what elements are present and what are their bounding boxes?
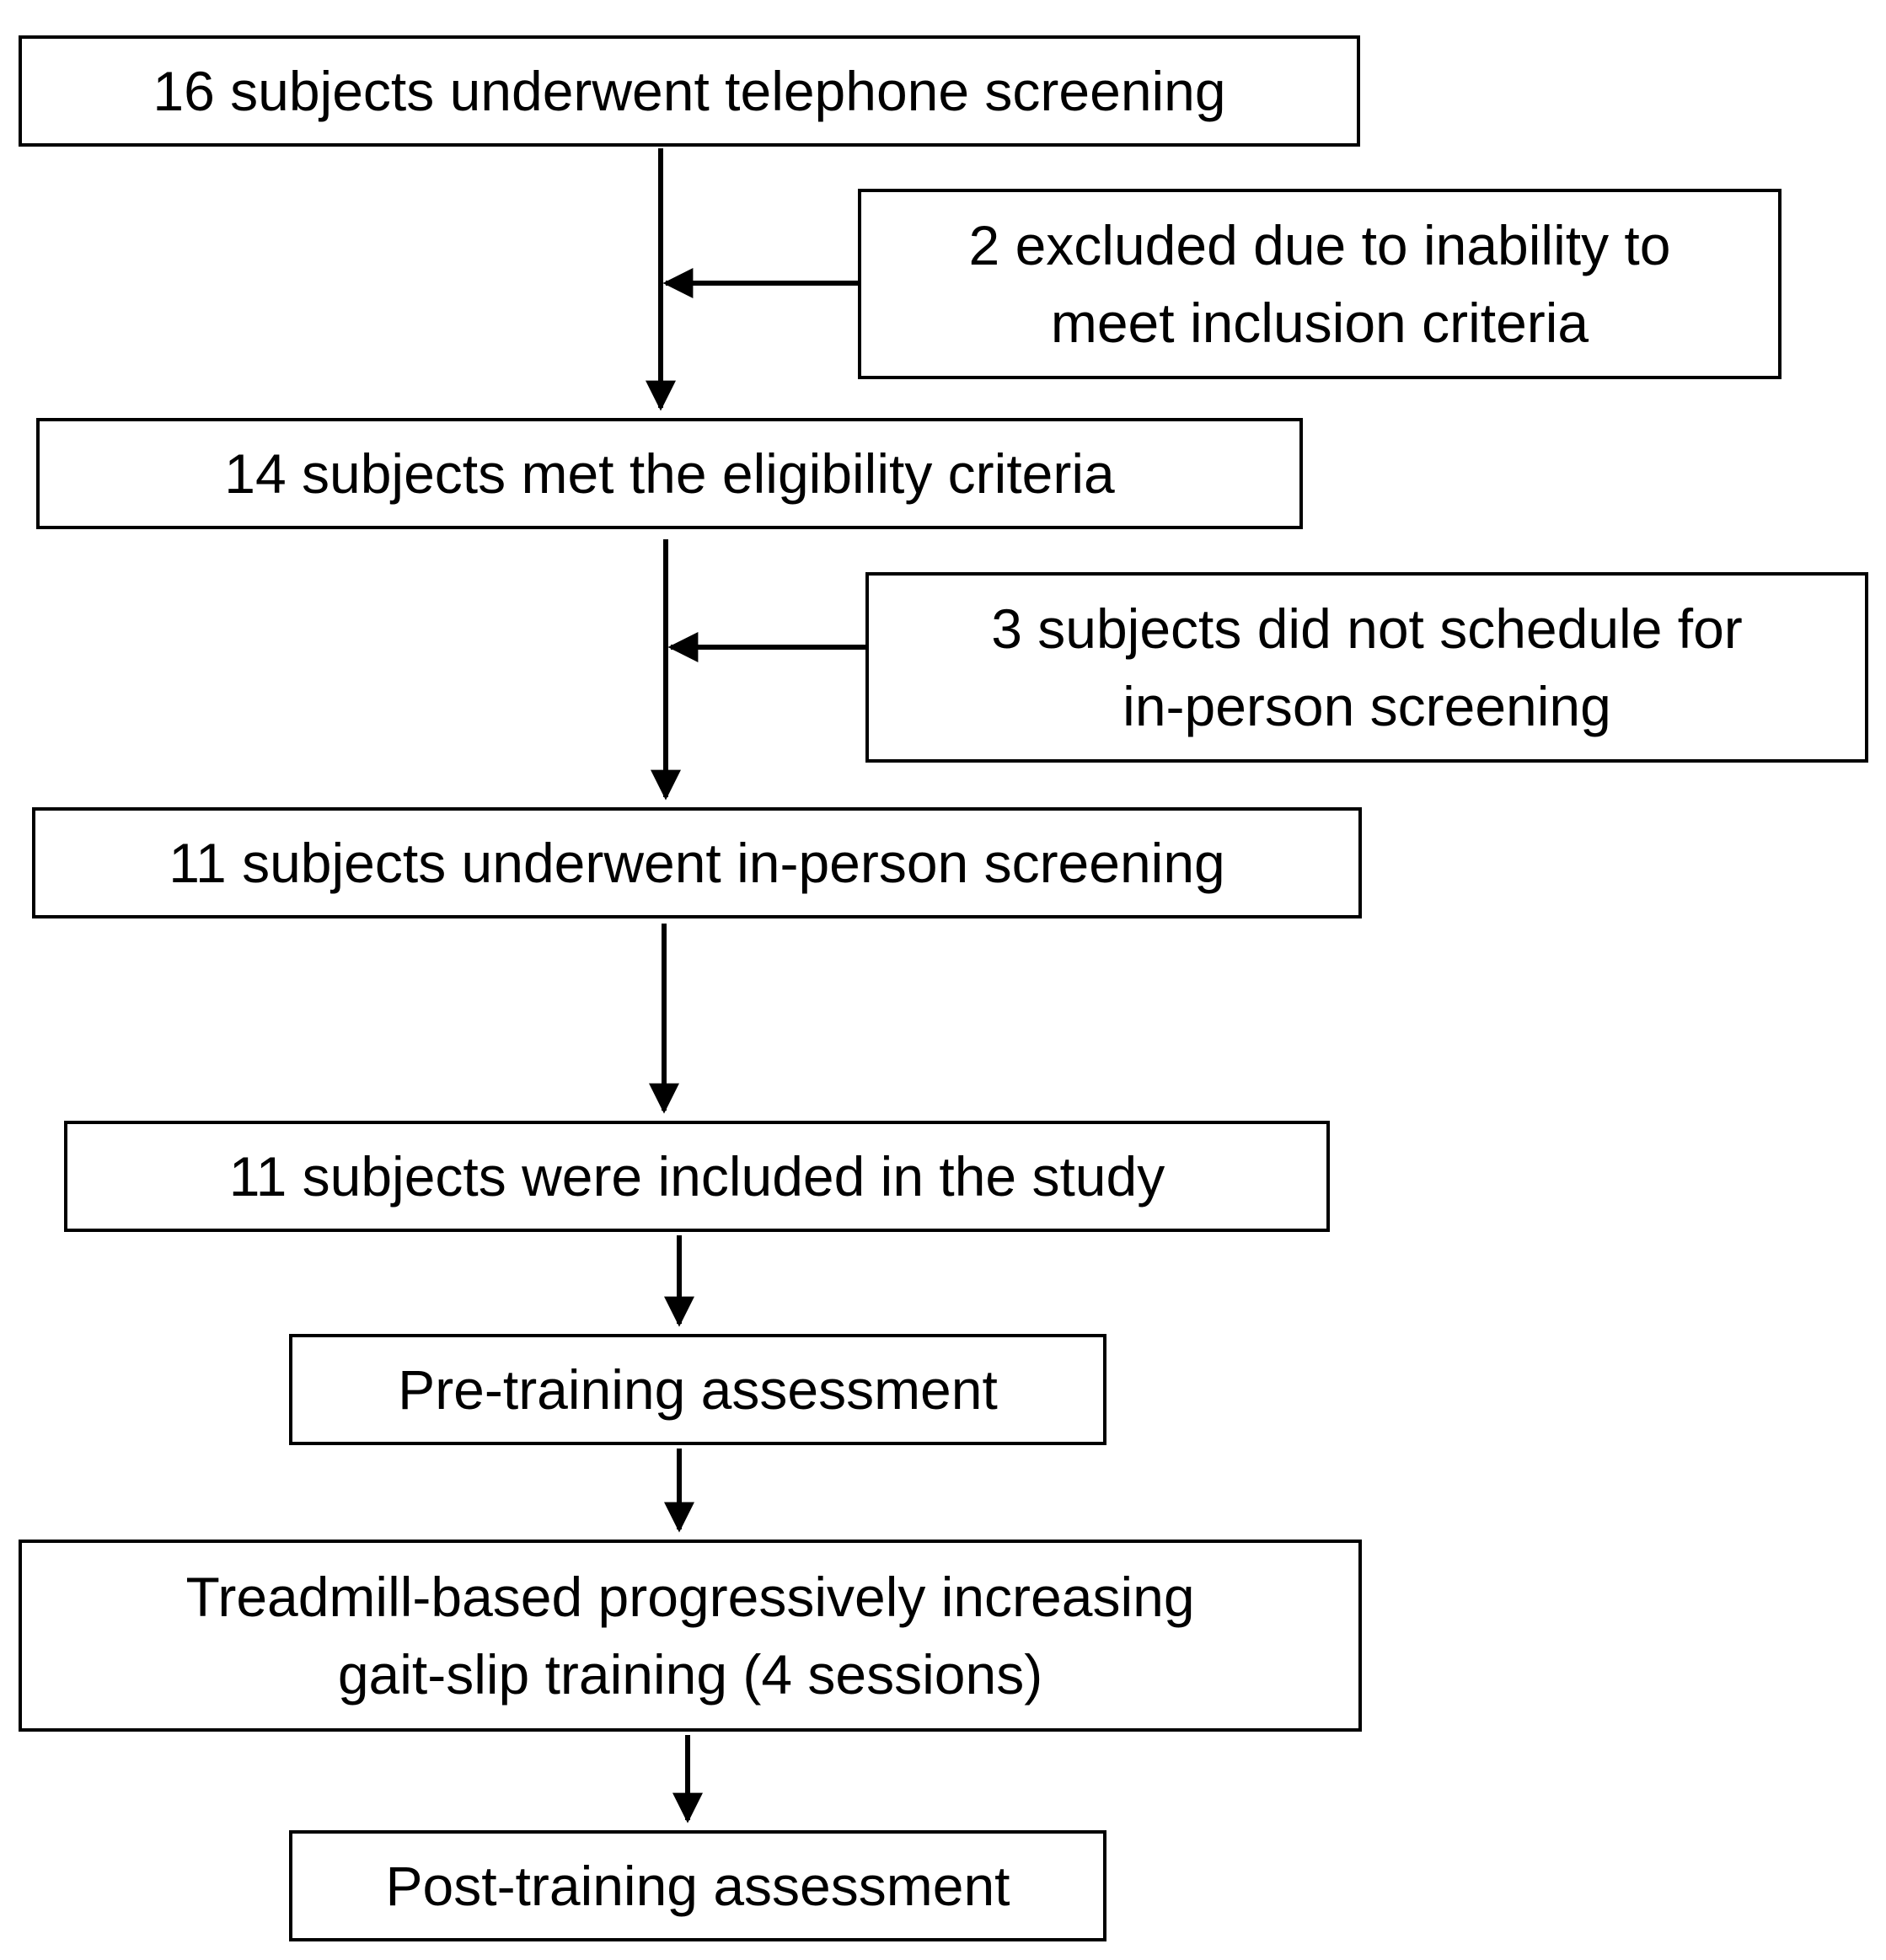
box-text-line-2: gait-slip training (4 sessions) — [337, 1643, 1043, 1706]
included-study-box: 11 subjects were included in the study — [64, 1121, 1330, 1232]
box-text: 11 subjects underwent in-person screenin… — [169, 832, 1225, 894]
pre-training-box: Pre-training assessment — [289, 1334, 1106, 1445]
post-training-box: Post-training assessment — [289, 1830, 1106, 1941]
box-text: Post-training assessment — [385, 1855, 1010, 1917]
box-text-line-2: in-person screening — [1122, 675, 1611, 737]
inperson-screening-box: 11 subjects underwent in-person screenin… — [32, 807, 1362, 918]
box-text-line-1: 2 excluded due to inability to — [968, 214, 1671, 276]
box-text-line-2: meet inclusion criteria — [1050, 292, 1589, 354]
telephone-screening-box: 16 subjects underwent telephone screenin… — [19, 35, 1360, 147]
excluded-inclusion-box: 2 excluded due to inability to meet incl… — [858, 189, 1782, 379]
did-not-schedule-box: 3 subjects did not schedule for in-perso… — [865, 572, 1868, 763]
box-text: 11 subjects were included in the study — [228, 1145, 1165, 1208]
box-text: 14 subjects met the eligibility criteria — [224, 442, 1115, 505]
box-text: Pre-training assessment — [398, 1358, 998, 1421]
box-text-line-1: 3 subjects did not schedule for — [991, 597, 1743, 660]
box-text-line-1: Treadmill-based progressively increasing — [185, 1566, 1195, 1628]
met-eligibility-box: 14 subjects met the eligibility criteria — [36, 418, 1303, 529]
training-box: Treadmill-based progressively increasing… — [19, 1540, 1362, 1732]
box-text: 16 subjects underwent telephone screenin… — [153, 60, 1226, 122]
